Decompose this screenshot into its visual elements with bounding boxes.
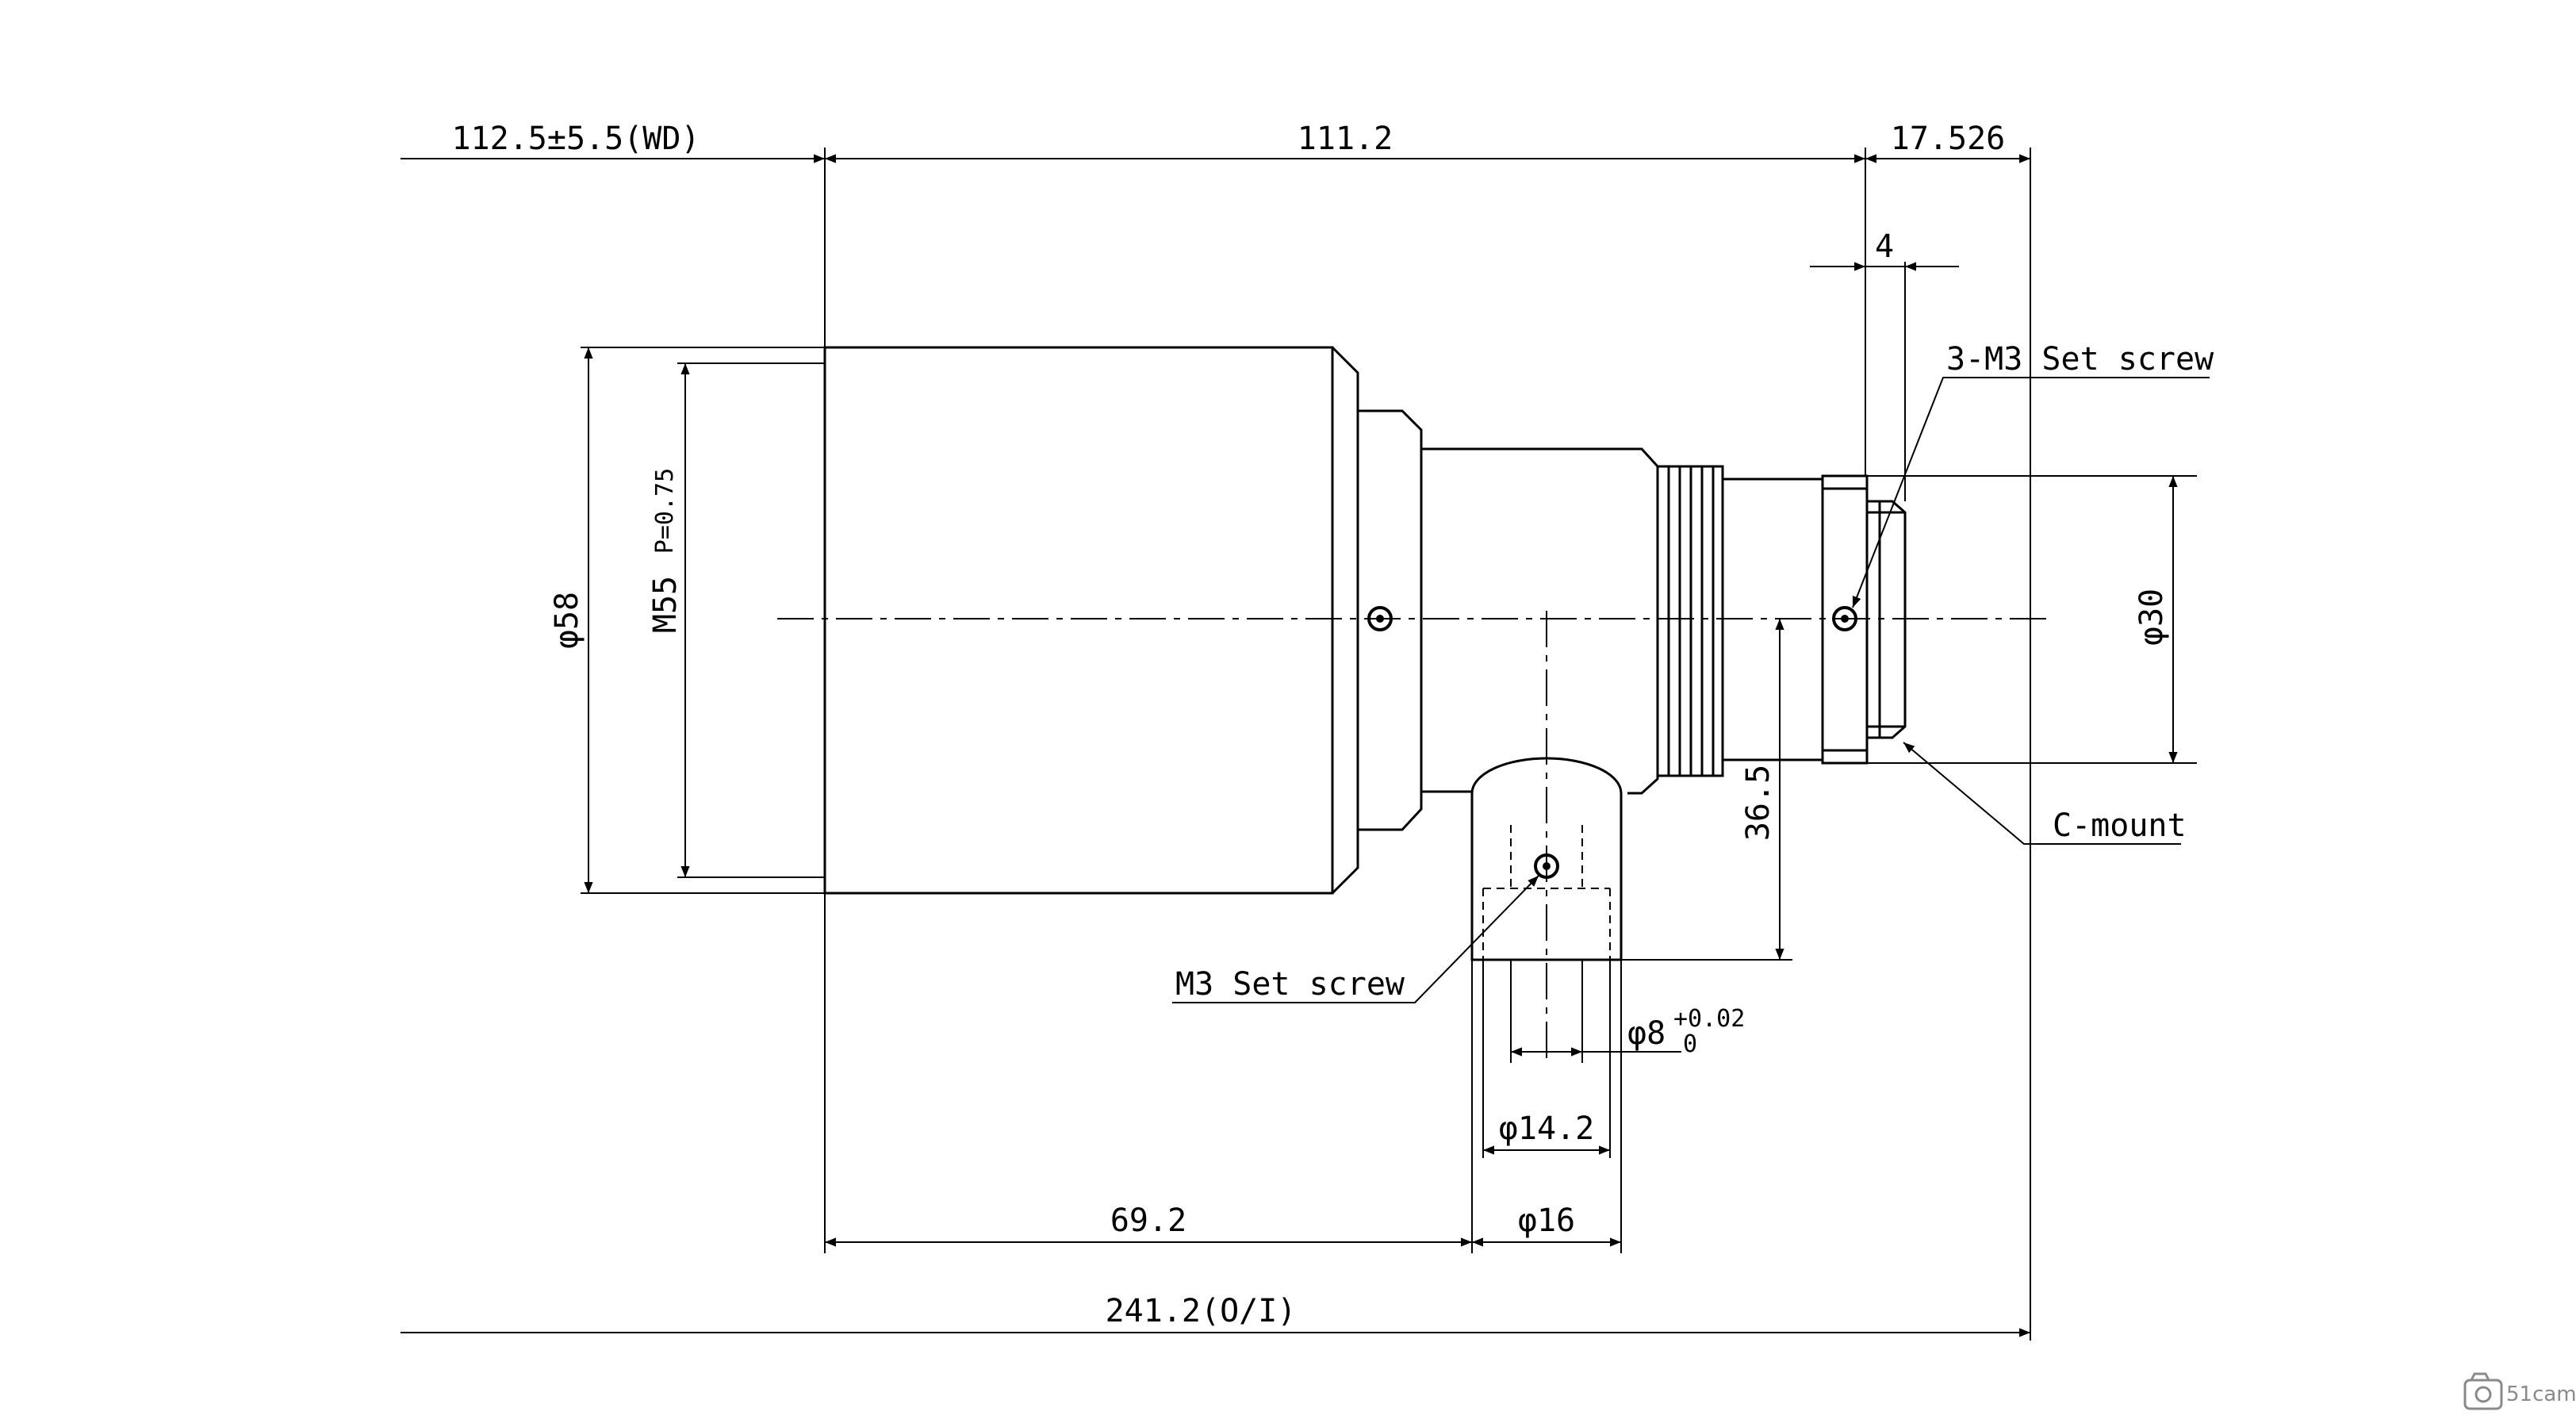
screw-hole-mount: [1832, 606, 1857, 631]
watermark-brand: 51camera: [2506, 1383, 2576, 1406]
lens-body: [823, 346, 1907, 961]
port-position-label: 69.2: [1110, 1202, 1186, 1239]
outer-diameter-label: φ58: [549, 592, 585, 649]
front-chamfer: [1331, 346, 1359, 895]
camera-logo-icon: [2463, 1372, 2503, 1410]
dimension-lines: [401, 154, 2178, 1337]
side-port-top: [1470, 793, 1623, 825]
screw-hole-body: [1367, 606, 1393, 631]
total-length-label: 241.2(O/I): [1106, 1293, 1297, 1329]
pin-diameter-label: φ8: [1627, 1015, 1666, 1052]
mount-diameter-label: φ30: [2133, 589, 2170, 646]
pin-tolerance-upper: +0.02: [1673, 1005, 1745, 1033]
extension-lines: [581, 148, 2197, 1341]
port-inner-diameter-label: φ14.2: [1499, 1110, 1594, 1147]
filter-pitch-label: P=0.75: [651, 468, 679, 554]
wd-label: 112.5±5.5(WD): [451, 121, 700, 157]
screw-hole-port: [1534, 853, 1559, 879]
flange-label: 17.526: [1891, 121, 2006, 157]
leader-lines: [1172, 377, 2210, 1003]
pin-tolerance-lower: 0: [1683, 1030, 1697, 1058]
middle-body: [1420, 447, 1659, 795]
set-screw-port-label: M3 Set screw: [1175, 966, 1405, 1003]
port-outer-diameter-label: φ16: [1518, 1202, 1575, 1239]
thread-section: [1658, 465, 1724, 777]
collar-lines: [1823, 487, 1867, 752]
set-screw-top-label: 3-M3 Set screw: [1946, 341, 2214, 378]
side-port: [1470, 757, 1623, 961]
c-mount-label: C-mount: [2053, 807, 2187, 844]
filter-thread-label: M55: [647, 576, 684, 633]
center-lines: [777, 611, 2046, 1063]
port-offset-label: 36.5: [1740, 765, 1777, 841]
watermark: 51camera: [2463, 1372, 2576, 1410]
mount-step-label: 4: [1875, 228, 1894, 265]
front-barrel: [823, 346, 1334, 895]
port-hidden-lines: [1482, 825, 1611, 960]
screw-holes: [1367, 606, 1857, 879]
body-length-label: 111.2: [1298, 121, 1393, 157]
